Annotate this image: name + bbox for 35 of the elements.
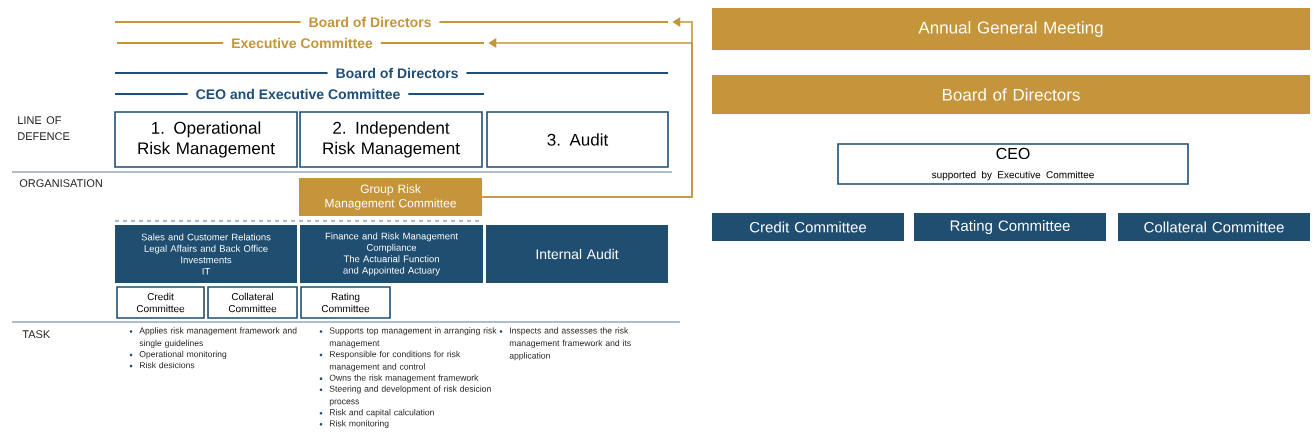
org-box: 3. Audit bbox=[486, 111, 669, 168]
bullet-item: Owns the risk management framework bbox=[319, 374, 479, 383]
bullet-item: Responsible for conditions for risk management and control bbox=[319, 350, 461, 372]
unit-box: Credit Committee bbox=[712, 213, 904, 241]
node-label: Board of Directors bbox=[309, 16, 431, 28]
heading-band: Board of Directors bbox=[115, 66, 668, 80]
bullet-item: Inspects and assesses the risk management framework and its application bbox=[499, 327, 631, 361]
row-label: LINE OF DEFENCE bbox=[18, 116, 70, 141]
bullet-item: Steering and development of risk desicion process bbox=[319, 385, 491, 406]
org-box: Credit Committee bbox=[116, 286, 205, 319]
unit-box: Rating Committee bbox=[914, 213, 1106, 241]
heading-band: Board of Directors bbox=[115, 15, 672, 29]
row-label: ORGANISATION bbox=[19, 179, 102, 188]
bullet-item: Operational monitoring bbox=[129, 350, 227, 359]
bullet-item: Risk and capital calculation bbox=[319, 409, 434, 418]
row-label: TASK bbox=[22, 330, 51, 339]
org-box: Collateral Committee bbox=[207, 286, 298, 319]
bullet-item: Risk monitoring bbox=[319, 420, 389, 429]
org-box: 1. Operational Risk Management bbox=[114, 111, 298, 168]
org-box: Group Risk Management Committee bbox=[299, 178, 482, 216]
unit-box: Collateral Committee bbox=[1118, 213, 1310, 241]
unit-box: Sales and Customer Relations Legal Affairs and Back Office Investments IT bbox=[115, 225, 297, 283]
node-label: Executive Committee bbox=[232, 37, 373, 49]
org-box: CEO supported by Executive Committee bbox=[837, 143, 1189, 185]
bullet-item: Applies risk management framework and single guidelines bbox=[129, 327, 297, 348]
bullet-item: Risk desicions bbox=[129, 361, 195, 369]
org-box: Rating Committee bbox=[300, 286, 391, 319]
bullet-item: Supports top management in arranging risk management bbox=[319, 327, 497, 348]
unit-box: Internal Audit bbox=[486, 225, 668, 283]
heading-band: CEO and Executive Committee bbox=[115, 87, 484, 101]
heading-band: Executive Committee bbox=[117, 36, 488, 50]
org-box: Annual General Meeting bbox=[712, 8, 1310, 50]
org-box: Board of Directors bbox=[712, 75, 1310, 114]
unit-box: Finance and Risk Management Compliance The Actuarial Function and Appointed Actuary bbox=[300, 225, 483, 283]
org-box: 2. Independent Risk Management bbox=[299, 111, 483, 168]
